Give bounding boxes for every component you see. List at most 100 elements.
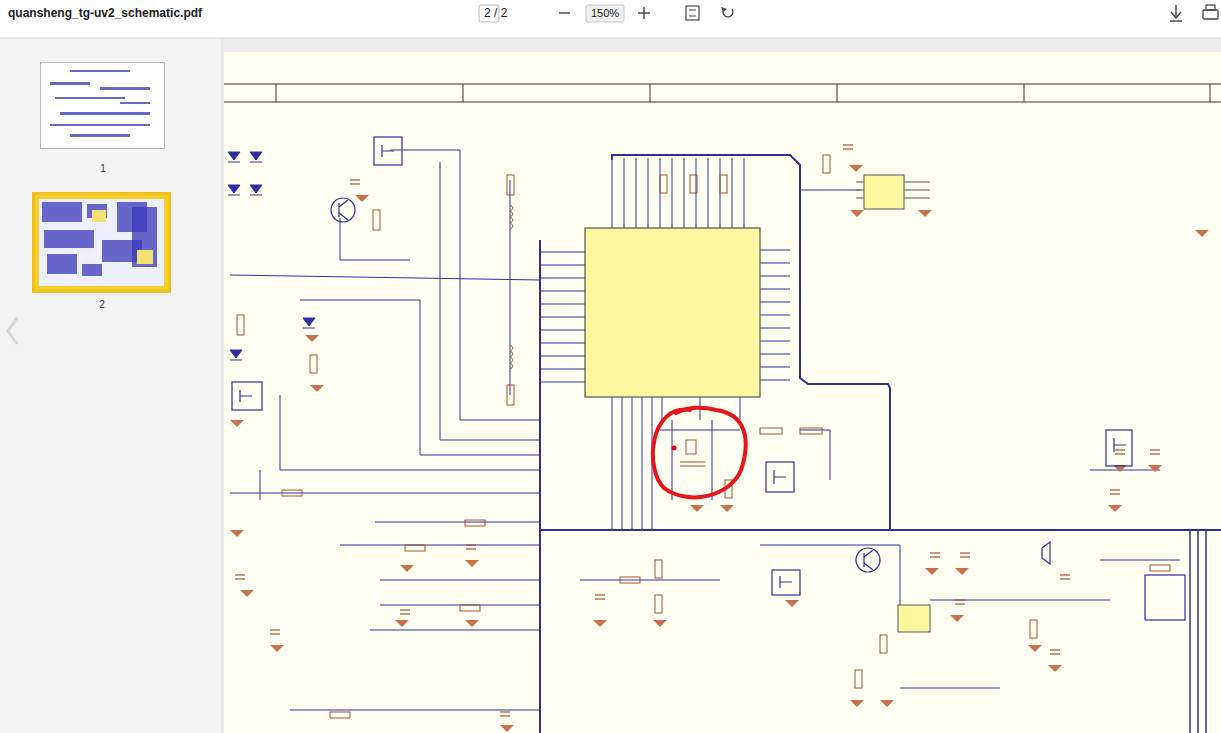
page-number: 2 xyxy=(32,299,172,310)
schematic-line xyxy=(660,430,740,431)
schematic-path xyxy=(720,505,734,512)
thumbnail-mark xyxy=(39,199,164,286)
schematic-path xyxy=(400,565,414,572)
schematic-line xyxy=(632,397,633,530)
schematic-path xyxy=(950,615,964,622)
schematic-g xyxy=(235,145,1160,716)
schematic-path xyxy=(440,162,540,440)
schematic-rect xyxy=(1145,575,1185,620)
schematic-line xyxy=(843,148,853,149)
schematic-path xyxy=(510,345,513,369)
schematic-line xyxy=(1175,5,1176,17)
schematic-g xyxy=(232,137,1185,620)
schematic-rect xyxy=(686,440,696,454)
schematic-line xyxy=(1060,574,1070,575)
schematic-rect xyxy=(686,6,699,20)
schematic-line xyxy=(338,203,339,217)
schematic-line xyxy=(960,552,970,553)
schematic-path xyxy=(850,700,864,707)
schematic-path xyxy=(500,725,514,732)
schematic-path xyxy=(785,600,799,607)
schematic-rect xyxy=(374,137,402,165)
thumbnail-mark xyxy=(44,230,94,248)
schematic-line xyxy=(689,16,696,17)
schematic-line xyxy=(228,162,240,163)
schematic-line xyxy=(540,304,585,305)
schematic-line xyxy=(290,710,540,711)
schematic-rect xyxy=(460,605,480,611)
schematic-line xyxy=(350,179,360,180)
schematic-g xyxy=(228,152,315,360)
schematic-rect xyxy=(800,428,822,434)
schematic-line xyxy=(740,397,741,420)
schematic-path xyxy=(230,350,242,358)
thumbnail-mark xyxy=(137,250,153,264)
schematic-rect xyxy=(224,52,1221,733)
schematic-path xyxy=(880,700,894,707)
schematic-line xyxy=(339,213,348,220)
schematic-line xyxy=(540,356,585,357)
schematic-path xyxy=(653,408,746,497)
schematic-line xyxy=(760,328,790,329)
schematic-rect xyxy=(232,382,262,410)
schematic-line xyxy=(230,360,242,361)
schematic-line xyxy=(228,195,240,196)
schematic-line xyxy=(856,198,864,199)
schematic-rect xyxy=(823,155,830,173)
schematic-rect xyxy=(465,520,485,526)
schematic-line xyxy=(680,462,705,463)
schematic-line xyxy=(856,182,864,183)
schematic-line xyxy=(303,328,315,329)
thumbnail-mark xyxy=(100,87,150,90)
schematic-line xyxy=(260,470,261,500)
schematic-path xyxy=(310,385,324,392)
schematic-line xyxy=(463,84,464,102)
schematic-line xyxy=(1110,493,1120,494)
thumbnail-mark xyxy=(50,124,150,126)
schematic-path xyxy=(270,645,284,652)
schematic-rect xyxy=(880,635,887,653)
schematic-line xyxy=(672,158,673,228)
schematic-path xyxy=(465,620,479,627)
schematic-line xyxy=(339,200,348,207)
schematic-line xyxy=(540,291,585,292)
schematic-path xyxy=(300,300,540,455)
schematic-rect xyxy=(655,560,662,578)
schematic-line xyxy=(648,158,649,228)
schematic-path xyxy=(355,195,369,202)
page-thumbnail: 2 xyxy=(32,192,172,310)
schematic-path xyxy=(280,395,540,470)
schematic-line xyxy=(340,545,540,546)
schematic-line xyxy=(904,190,930,191)
thumbnail-image xyxy=(40,62,165,149)
schematic-line xyxy=(1115,449,1125,450)
page-counter: 2 / 2 xyxy=(484,6,507,21)
thumbnail-mark xyxy=(82,264,102,276)
schematic-line xyxy=(1205,530,1207,733)
schematic-line xyxy=(1170,20,1182,21)
schematic-path xyxy=(850,210,864,217)
schematic-line xyxy=(540,317,585,318)
schematic-line xyxy=(636,158,637,228)
schematic-line xyxy=(540,343,585,344)
schematic-path xyxy=(925,568,939,575)
schematic-line xyxy=(276,84,277,102)
schematic-line xyxy=(904,182,930,183)
schematic-circle xyxy=(672,446,677,451)
schematic-line xyxy=(760,276,790,277)
schematic-line xyxy=(1024,84,1025,102)
schematic-line xyxy=(1115,453,1125,454)
schematic-rect xyxy=(405,545,425,551)
schematic-path xyxy=(228,152,240,160)
schematic-path xyxy=(849,165,863,172)
schematic-rect xyxy=(586,5,624,22)
schematic-path xyxy=(1114,438,1126,452)
schematic-line xyxy=(642,397,643,530)
schematic-line xyxy=(760,354,790,355)
schematic-line xyxy=(760,545,900,546)
schematic-rect xyxy=(1150,565,1170,571)
schematic-line xyxy=(760,380,790,381)
schematic-line xyxy=(230,275,540,280)
schematic-circle xyxy=(856,548,880,572)
schematic-line xyxy=(235,578,245,579)
